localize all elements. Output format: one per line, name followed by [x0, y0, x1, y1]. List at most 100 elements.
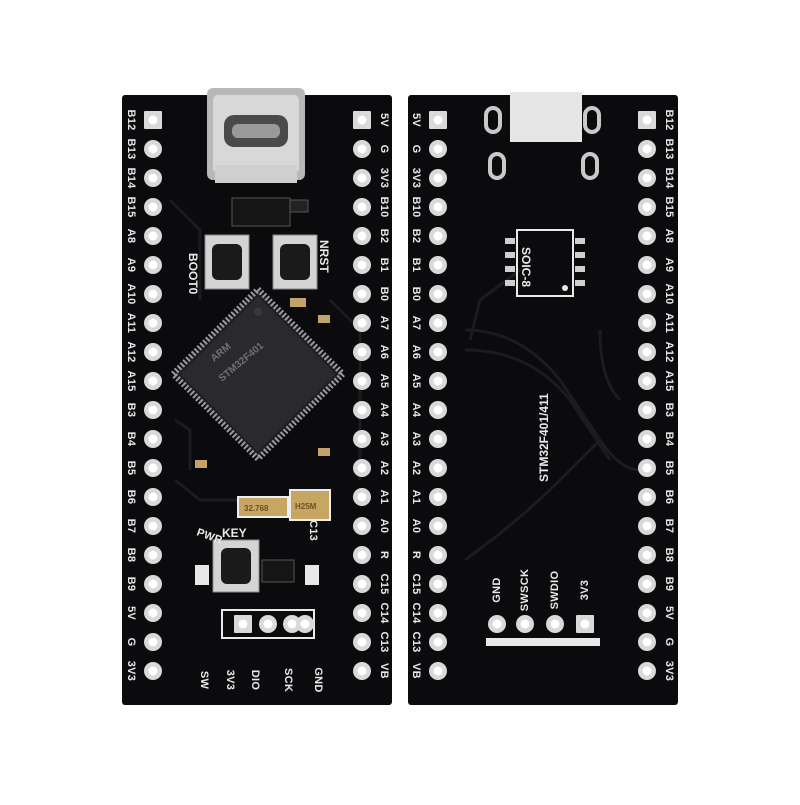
back-right-pad-b12-hole: [642, 115, 652, 125]
mcu-chip: [168, 284, 348, 464]
back-left-pad-a2-hole: [433, 463, 443, 473]
back-left-label-c14: C14: [410, 602, 422, 624]
back-right-label-a12: A12: [663, 341, 675, 362]
back-debug-pad-0-hole: [492, 619, 502, 629]
soic-8-label: SOIC-8: [519, 247, 533, 287]
back-right-pad-b14-hole: [642, 173, 652, 183]
front-left-pad-b13-hole: [148, 144, 158, 154]
front-left-pad-g-hole: [148, 637, 158, 647]
back-left-label-a7: A7: [410, 316, 422, 331]
soic-8-footprint: [505, 229, 585, 297]
front-left-label-b4: B4: [125, 432, 137, 447]
front-debug-label-sw: SW: [198, 671, 210, 690]
back-right-label-b14: B14: [663, 167, 675, 189]
key-button[interactable]: [212, 539, 260, 593]
crystal-25m-text: H25M: [295, 502, 317, 511]
front-left-pad-5v-hole: [148, 608, 158, 618]
back-right-pad-b15-hole: [642, 202, 652, 212]
back-debug-pad-2-hole: [550, 619, 560, 629]
back-debug-pad-3-hole: [580, 619, 590, 629]
back-right-label-b5: B5: [663, 461, 675, 476]
back-left-label-a2: A2: [410, 461, 422, 476]
front-right-label-a2: A2: [378, 461, 390, 476]
front-right-label-vb: VB: [378, 663, 390, 679]
back-right-pad-a15-hole: [642, 376, 652, 386]
back-silkscreen-labels: SOIC-8 STM32F401/411: [519, 247, 551, 482]
front-right-pad-vb-hole: [357, 666, 367, 676]
front-left-label-b9: B9: [125, 577, 137, 592]
back-left-label-5v: 5V: [410, 113, 422, 127]
front-right-pad-a7-hole: [357, 318, 367, 328]
back-left-label-a4: A4: [410, 403, 422, 418]
back-right-pad-b9-hole: [642, 579, 652, 589]
front-left-label-a9: A9: [125, 258, 137, 273]
back-left-pad-b0-hole: [433, 289, 443, 299]
front-left-label-b3: B3: [125, 403, 137, 418]
back-left-pad-5v-hole: [433, 115, 443, 125]
front-right-label-b2: B2: [378, 229, 390, 244]
back-left-pad-vb-hole: [433, 666, 443, 676]
boot0-button[interactable]: [204, 234, 250, 290]
back-left-pad-b2-hole: [433, 231, 443, 241]
back-right-label-a10: A10: [663, 283, 675, 304]
key-label: KEY: [222, 526, 247, 540]
front-right-label-a6: A6: [378, 345, 390, 360]
front-right-pad-g-hole: [357, 144, 367, 154]
front-right-pad-5v-hole: [357, 115, 367, 125]
back-right-label-a11: A11: [663, 313, 675, 333]
back-right-label-5v: 5V: [663, 606, 675, 620]
user-led: [305, 565, 319, 585]
back-right-label-a9: A9: [663, 258, 675, 273]
back-left-label-b2: B2: [410, 229, 422, 244]
back-right-pad-5v-hole: [642, 608, 652, 618]
back-right-label-b9: B9: [663, 577, 675, 592]
nrst-button[interactable]: [272, 234, 318, 290]
back-left-label-a6: A6: [410, 345, 422, 360]
back-left-label-a3: A3: [410, 432, 422, 447]
front-left-label-b15: B15: [125, 196, 137, 217]
front-right-label-a4: A4: [378, 403, 390, 418]
pwr-led: [195, 565, 209, 585]
back-right-label-b13: B13: [663, 138, 675, 159]
back-left-pad-a1-hole: [433, 492, 443, 502]
front-right-label-b10: B10: [378, 196, 390, 217]
back-left-pad-a5-hole: [433, 376, 443, 386]
front-right-pin-column: [353, 111, 371, 680]
front-left-label-5v: 5V: [125, 606, 137, 620]
front-debug-pad-3-hole: [300, 619, 310, 629]
back-right-pad-b4-hole: [642, 434, 652, 444]
back-right-pad-a10-hole: [642, 289, 652, 299]
back-left-label-a0: A0: [410, 519, 422, 534]
back-right-label-b4: B4: [663, 432, 675, 447]
back-right-pad-b13-hole: [642, 144, 652, 154]
front-left-pad-a11-hole: [148, 318, 158, 328]
front-left-pad-b4-hole: [148, 434, 158, 444]
back-left-label-c15: C15: [410, 573, 422, 594]
nrst-label: NRST: [317, 240, 331, 273]
back-traces: [464, 268, 641, 562]
front-debug-header: [221, 609, 315, 639]
front-right-pad-c15-hole: [357, 579, 367, 589]
front-right-pad-a0-hole: [357, 521, 367, 531]
front-left-label-g: G: [125, 638, 137, 647]
back-left-pad-r-hole: [433, 550, 443, 560]
back-left-pad-a4-hole: [433, 405, 443, 415]
back-left-label-3v3: 3V3: [410, 168, 422, 188]
front-right-pad-a1-hole: [357, 492, 367, 502]
usb-c-back-shell: [510, 92, 582, 142]
smd-parts: [195, 197, 330, 468]
back-left-label-b1: B1: [410, 258, 422, 273]
c13-label: C13: [307, 520, 319, 541]
back-right-label-b7: B7: [663, 519, 675, 534]
front-board: [122, 88, 392, 705]
front-left-label-b6: B6: [125, 490, 137, 505]
front-left-pin-column: [144, 111, 162, 680]
back-left-pad-b10-hole: [433, 202, 443, 212]
front-left-label-b5: B5: [125, 461, 137, 476]
front-debug-pad-2-hole: [287, 619, 297, 629]
front-right-pad-r-hole: [357, 550, 367, 560]
back-right-pin-labels: B12B13B14B15A8A9A10A11A12A15B3B4B5B6B7B8…: [663, 109, 675, 681]
back-left-pad-g-hole: [433, 144, 443, 154]
